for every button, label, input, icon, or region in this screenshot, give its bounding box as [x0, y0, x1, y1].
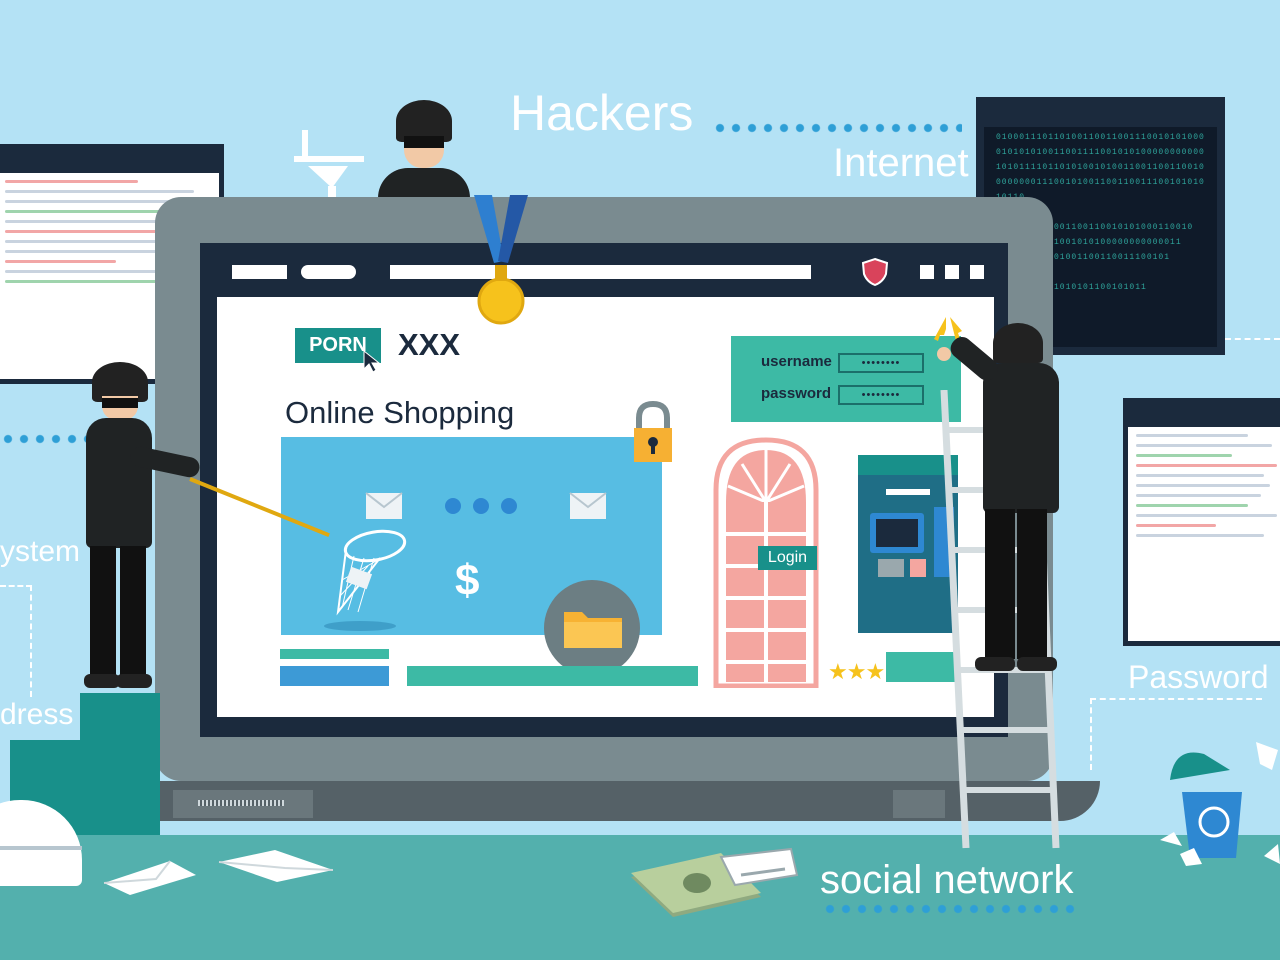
password-label: Password [1128, 659, 1269, 695]
envelope-icon [365, 492, 403, 519]
code-window-left [0, 144, 224, 384]
password-input[interactable]: •••••••• [838, 385, 924, 405]
mousetrap-icon [631, 847, 799, 917]
login-form: username •••••••• password •••••••• [731, 336, 961, 422]
keys-icon [934, 306, 962, 341]
dotted-line-left [0, 434, 96, 444]
window-close-button[interactable] [970, 265, 984, 279]
internet-label: Internet [833, 141, 969, 185]
address-bar[interactable] [390, 265, 811, 279]
content-bar-1 [280, 649, 389, 659]
mouse-cursor-icon [363, 349, 381, 373]
login-button[interactable]: Login [758, 546, 817, 570]
folder-icon [564, 612, 622, 648]
social-network-label: social network [820, 858, 1074, 902]
adult-badge[interactable]: PORN [295, 328, 381, 363]
recycle-icon [1160, 742, 1280, 866]
system-label: ystem [0, 535, 81, 568]
rating-stars: ★★★ [828, 659, 885, 684]
mouse-divider [0, 846, 82, 850]
shield-icon [861, 257, 889, 287]
floor [0, 835, 1280, 960]
page-title: Online Shopping [285, 395, 515, 430]
dashed-connector-password [1090, 698, 1262, 770]
hackers-heading: Hackers [510, 85, 694, 141]
address-label: dress [0, 698, 74, 731]
rating-bar [886, 652, 956, 682]
envelope-icon-2 [569, 492, 607, 519]
password-label: password [761, 385, 832, 402]
username-input[interactable]: •••••••• [838, 353, 924, 373]
content-bar-3 [407, 666, 698, 686]
content-bar-2 [280, 666, 389, 686]
window-minimize-button[interactable] [920, 265, 934, 279]
dashed-connector-system [0, 585, 32, 697]
code-window-right [1123, 398, 1280, 646]
adult-badge-label: PORN [309, 334, 367, 356]
xxx-label: XXX [398, 327, 461, 362]
vent-grill [198, 800, 284, 806]
hacker-on-ladder [935, 323, 1075, 683]
butterfly-net-icon [324, 529, 407, 631]
satellite-antenna-icon [294, 130, 364, 200]
window-maximize-button[interactable] [945, 265, 959, 279]
dotted-line-social [822, 904, 1077, 914]
lock-icon [634, 400, 672, 462]
envelope-floor-icon [103, 860, 196, 895]
browser-tab[interactable] [232, 265, 287, 279]
dollar-icon: $ [455, 556, 480, 605]
code-window-left-titlebar [0, 149, 219, 173]
hacker-with-net [80, 362, 210, 697]
username-label: username [761, 353, 832, 370]
envelope-floor-icon-2 [218, 850, 334, 882]
dashed-connector-internet [1225, 338, 1280, 342]
keyboard-panel-right [893, 790, 945, 818]
carousel-dots[interactable] [443, 496, 523, 516]
atm-icon [858, 455, 958, 633]
hacker-top [378, 100, 474, 202]
medal-icon [474, 195, 528, 325]
browser-tab-2[interactable] [301, 265, 356, 279]
dotted-line-hackers [712, 123, 962, 133]
